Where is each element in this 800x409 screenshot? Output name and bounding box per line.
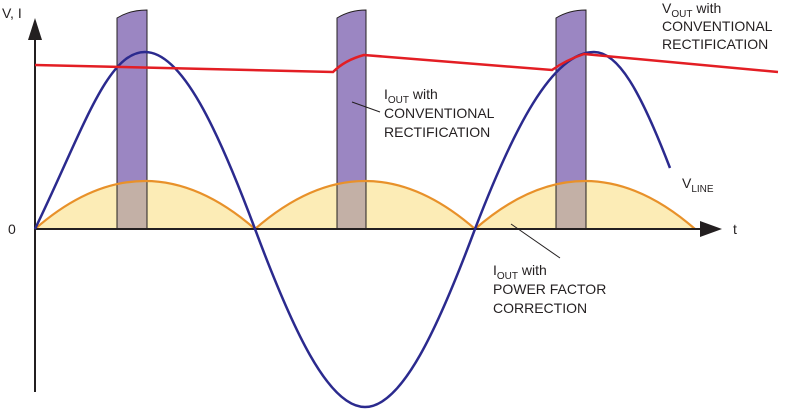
conventional-current-pulses [116,9,587,230]
x-axis-label: t [733,221,737,237]
vline-label-subscript: LINE [691,184,714,195]
iout-conv-label-subscript: OUT [388,95,409,106]
svg-text:VOUT with: VOUT with [662,0,721,20]
y-axis-label: V, I [2,5,22,21]
iout-pfc-label-line2: POWER FACTOR [493,281,606,297]
x-axis-arrowhead [700,221,722,237]
vline-label-symbol: V [682,175,692,191]
current-pulse-2 [336,9,367,230]
vout-label-subscript: OUT [671,9,692,20]
overlap-region-1 [117,181,147,229]
iout-conv-label-symbol: I [384,86,388,102]
vout-label-symbol: V [662,0,672,16]
overlap-region-3 [556,181,586,229]
svg-text:IOUT with: IOUT with [493,262,547,282]
iout-pfc-label-suffix: with [518,262,547,278]
iout-pfc-label-subscript: OUT [497,271,518,282]
iout-conv-label-line2: CONVENTIONAL [384,105,495,121]
pulse-overlap-regions [117,181,586,229]
iout-pfc-label: IOUT with POWER FACTOR CORRECTION [493,262,606,316]
iout-pfc-label-line3: CORRECTION [493,300,587,316]
iout-pfc-label-symbol: I [493,262,497,278]
iout-conv-label-suffix: with [409,86,438,102]
svg-text:IOUT with: IOUT with [384,86,438,106]
output-voltage-curve [34,52,779,74]
vout-label-suffix: with [692,0,721,16]
iout-conventional-label: IOUT with CONVENTIONAL RECTIFICATION [384,86,495,140]
y-axis-arrowhead [28,18,42,40]
pulse-overlap-edges [116,181,587,229]
overlap-region-2 [337,181,366,229]
iout-pfc-leader [510,223,561,259]
vline-label: VLINE [682,175,714,195]
origin-label: 0 [8,221,16,237]
current-pulse-1 [116,9,148,230]
vout-label: VOUT with CONVENTIONAL RECTIFICATION [662,0,773,52]
iout-conv-label-line3: RECTIFICATION [384,124,490,140]
vout-label-line2: CONVENTIONAL [662,18,773,34]
iout-conventional-leader [351,101,381,113]
pfc-current-curve [34,180,696,231]
vout-label-line3: RECTIFICATION [662,36,768,52]
